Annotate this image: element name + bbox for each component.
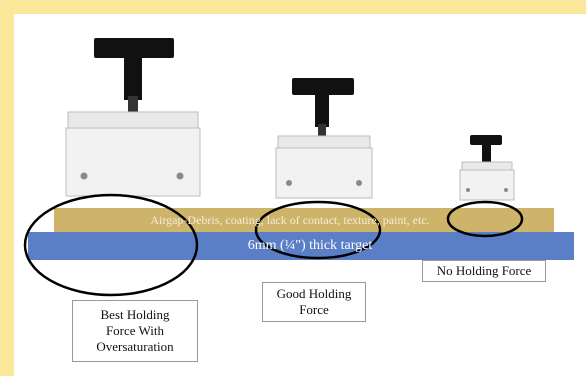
medium-body — [275, 147, 373, 199]
large-contact-ellipse — [23, 193, 199, 297]
small-magnet — [459, 135, 515, 201]
large-magnet — [65, 38, 201, 197]
small-handle-stem — [482, 144, 491, 162]
medium-handle-bar — [292, 78, 354, 95]
small-contact-ellipse — [446, 200, 524, 238]
large-body-top — [67, 111, 199, 129]
small-body — [459, 169, 515, 201]
large-body — [65, 127, 201, 197]
label-good-holding-force: Good Holding Force — [262, 282, 366, 322]
medium-magnet — [275, 78, 373, 199]
small-handle-bar — [470, 135, 502, 145]
medium-screw-left — [286, 180, 292, 186]
large-screw-left — [80, 172, 88, 180]
label-best-holding-force: Best Holding Force With Oversaturation — [72, 300, 198, 362]
small-screw-right — [504, 188, 508, 192]
large-handle-stem — [124, 56, 142, 100]
large-handle-shaft — [128, 96, 138, 114]
medium-body-top — [277, 135, 371, 149]
large-handle-bar — [94, 38, 174, 58]
small-screw-left — [466, 188, 470, 192]
medium-contact-ellipse — [254, 200, 382, 260]
medium-screw-right — [356, 180, 362, 186]
medium-handle-stem — [315, 93, 329, 127]
gap-layer-text: Airgap-Debris, coating, lack of contact,… — [150, 213, 430, 227]
medium-handle-shaft — [318, 124, 326, 138]
large-screw-right — [176, 172, 184, 180]
target-thickness-text: 6mm (¼") thick target — [247, 238, 373, 253]
small-body-top — [461, 161, 513, 171]
label-no-holding-force: No Holding Force — [422, 260, 546, 282]
gap-layer — [54, 208, 554, 232]
